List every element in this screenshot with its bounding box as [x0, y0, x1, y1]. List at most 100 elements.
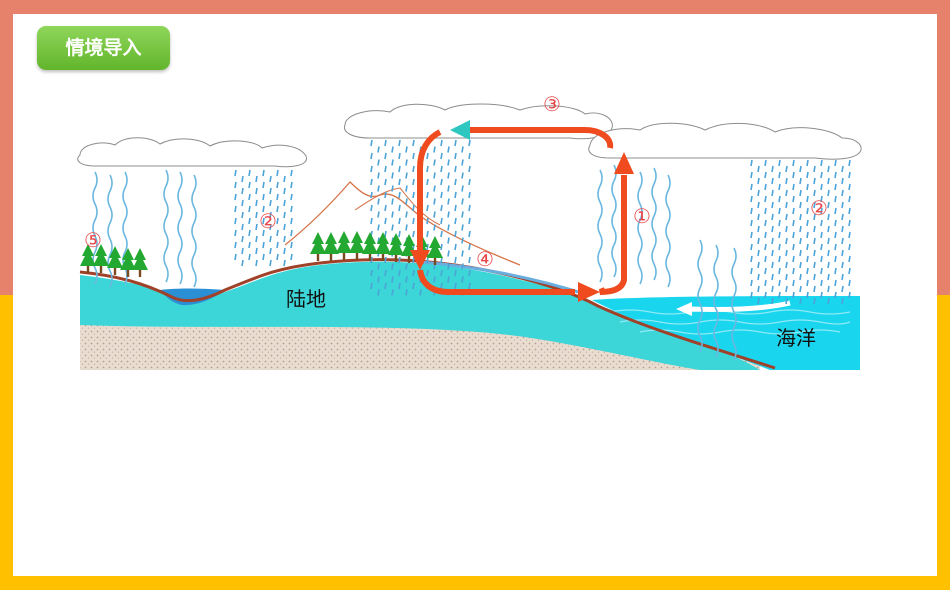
rain-drop — [834, 159, 837, 167]
rain-drop — [405, 224, 408, 231]
rain-drop — [405, 172, 408, 179]
rain-drop — [848, 171, 851, 179]
section-badge: 情境导入 — [37, 26, 170, 70]
rain-drop — [834, 183, 837, 191]
rain-drop — [764, 183, 767, 191]
rain-drop — [834, 291, 837, 299]
rain-drop — [377, 172, 380, 179]
rain-drop — [785, 165, 788, 173]
tree-icon — [362, 232, 378, 261]
rain-drop — [806, 207, 809, 215]
rain-drop — [757, 237, 760, 245]
rain-drop — [412, 230, 415, 238]
rain-drop — [262, 229, 265, 237]
rain-drop — [820, 183, 823, 191]
rain-drop — [405, 198, 408, 205]
rain-drop — [384, 165, 387, 173]
rain-drop — [447, 263, 450, 270]
rain-drop — [248, 229, 251, 237]
rain-drop — [412, 217, 415, 225]
rain-drop — [841, 189, 844, 197]
rain-drop — [262, 181, 265, 189]
rain-drop — [813, 189, 816, 197]
rain-drop — [370, 139, 373, 147]
rain-drop — [468, 256, 471, 264]
rain-drop — [757, 189, 760, 197]
rain-drop — [384, 282, 387, 290]
rain-drop — [750, 171, 753, 179]
rain-drop — [841, 285, 844, 293]
rain-drop — [276, 169, 279, 177]
rain-drop — [792, 171, 795, 179]
rain-drop — [771, 237, 774, 245]
rain-drop — [778, 183, 781, 191]
rain-drop — [813, 297, 816, 305]
rain-drop — [799, 261, 802, 269]
rain-drop — [454, 256, 457, 264]
rain-drop — [405, 185, 408, 192]
rain-drop — [778, 195, 781, 203]
rain-drop — [757, 165, 760, 173]
rain-drop — [757, 201, 760, 209]
rain-drop — [290, 241, 293, 249]
rain-drop — [447, 250, 450, 257]
rain-drop — [440, 204, 443, 212]
rain-drop — [391, 211, 394, 218]
tree-icon — [132, 248, 148, 277]
rain-drop — [290, 193, 293, 201]
tree-icon — [388, 233, 404, 262]
rain-drop — [248, 205, 251, 213]
rain-drop — [276, 241, 279, 249]
rain-drop — [785, 297, 788, 305]
rain-drop — [248, 169, 251, 177]
rain-drop — [785, 201, 788, 209]
rain-drop — [834, 243, 837, 251]
rain-drop — [398, 191, 401, 199]
rain-drop — [433, 211, 436, 218]
rain-drop — [370, 191, 373, 199]
cloud-icon — [588, 122, 862, 160]
rain-drop — [778, 267, 781, 275]
rain-drop — [447, 237, 450, 244]
rain-drop — [412, 204, 415, 212]
tree-icon — [375, 232, 391, 261]
cloud-icon — [343, 103, 613, 140]
rain-drop — [764, 255, 767, 263]
rain-drop — [820, 267, 823, 275]
rain-drop — [764, 207, 767, 215]
rain-drop — [398, 282, 401, 290]
rain-drop — [461, 198, 464, 205]
rain-drop — [290, 217, 293, 225]
rain-drop — [234, 169, 237, 177]
tree-icon — [323, 232, 339, 261]
rain-drop — [841, 237, 844, 245]
rain-drop — [750, 291, 753, 299]
rain-drop — [834, 195, 837, 203]
rain-drop — [806, 231, 809, 239]
rain-drop — [764, 231, 767, 239]
rain-drop — [848, 231, 851, 239]
rain-drop — [468, 217, 471, 225]
rain-drop — [269, 235, 272, 243]
rain-drop — [792, 159, 795, 167]
rain-drop — [234, 181, 237, 189]
rain-drop — [799, 165, 802, 173]
rain-drop — [848, 255, 851, 263]
rain-drop — [454, 217, 457, 225]
rain-left — [234, 169, 293, 267]
rain-drop — [750, 219, 753, 227]
rain-drop — [412, 178, 415, 186]
rain-drop — [269, 259, 272, 267]
rain-drop — [269, 211, 272, 219]
rain-drop — [454, 230, 457, 238]
rain-drop — [461, 211, 464, 218]
rain-drop — [370, 217, 373, 225]
rain-drop — [820, 279, 823, 287]
rain-drop — [806, 243, 809, 251]
rain-drop — [290, 169, 293, 177]
rain-drop — [269, 223, 272, 231]
rain-drop — [241, 175, 244, 183]
rain-drop — [771, 285, 774, 293]
rain-drop — [799, 237, 802, 245]
rain-drop — [764, 171, 767, 179]
